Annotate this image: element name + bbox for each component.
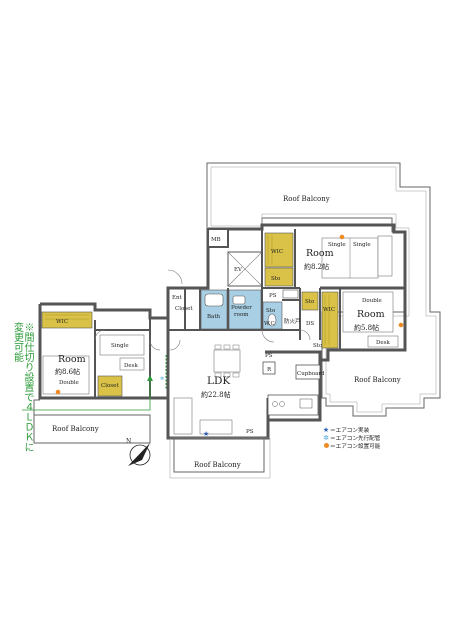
ldk-name: LDK [207, 375, 230, 387]
label-cupboard: Cupboard [297, 371, 325, 377]
partition-indicator [22, 355, 167, 411]
label-sto-small: Sto [313, 343, 323, 349]
label-single-b: Single [353, 242, 371, 248]
door-swings [94, 269, 311, 351]
label-ent: Ent [172, 295, 183, 301]
label-ps2: PS [265, 353, 273, 359]
tv-board [199, 419, 233, 435]
room3-size: 約8.6帖 [55, 367, 80, 376]
room3-name: Room [58, 354, 86, 365]
legend-installed: ★＝エアコン実装 [322, 426, 370, 434]
label-single-room3: Single [111, 343, 129, 349]
mb-box [207, 228, 229, 248]
bed-single-room3 [99, 334, 145, 356]
label-roof-balcony-bottom: Roof Balcony [194, 461, 241, 469]
partition-note: ※間仕切り設置で４ＬＤＫに変更可能 [11, 322, 34, 452]
label-wic-room2: WIC [323, 307, 335, 313]
powder-sink [232, 295, 246, 305]
storage-fills [41, 232, 339, 397]
label-powder-room: room [234, 312, 249, 318]
label-roof-balcony-right: Roof Balcony [354, 376, 401, 384]
roof-balcony-inner-top [210, 166, 437, 413]
label-r: R [267, 367, 272, 373]
label-sto-room2: Sto [305, 299, 315, 305]
label-desk-room2: Desk [376, 340, 390, 346]
aircon-possible-marker-room1 [339, 234, 345, 240]
label-double-room2: Double [362, 298, 382, 304]
label-wic-room1: WIC [271, 249, 283, 255]
storage-hatch [45, 235, 330, 345]
label-wc: W.C [264, 321, 275, 327]
toilet [267, 313, 277, 327]
interior-partitions [94, 229, 341, 398]
label-single-a: Single [328, 242, 346, 248]
aircon-possible-marker-room2 [398, 322, 404, 328]
label-ps1: PS [269, 293, 277, 299]
label-roof-balcony-top: Roof Balcony [283, 195, 330, 203]
asterisk-icon: ✲ [323, 434, 329, 443]
label-wic-room3: WIC [56, 319, 68, 325]
sofa [173, 397, 193, 435]
label-double-room3: Double [59, 380, 79, 386]
star-icon: ★ [322, 426, 330, 434]
svg-text:N: N [126, 438, 131, 445]
label-ps-ldk: PS [246, 429, 254, 435]
label-powder: Powder [231, 305, 252, 311]
label-roof-balcony-left: Roof Balcony [52, 425, 99, 433]
bed-double-room3 [42, 355, 90, 395]
room1-name: Room [306, 248, 334, 259]
desk-room3 [119, 357, 145, 371]
dot-icon [323, 443, 329, 449]
room2-name: Room [357, 309, 385, 320]
roof-balcony-outline-top [206, 162, 441, 417]
room2-size: 約5.8帖 [354, 323, 379, 332]
roof-balcony-left-outline [33, 414, 151, 444]
legend-possible: ＝エアコン設置可能 [322, 443, 442, 451]
aircon-possible-marker-room3 [55, 389, 61, 395]
label-ds: DS [306, 321, 314, 327]
label-ev: EV [234, 267, 243, 273]
legend-piping: ✲＝エアコン先行配管 [323, 434, 381, 443]
aircon-piping-marker: ✲ [160, 376, 164, 382]
compass-icon: N [126, 438, 151, 466]
cupboard-box [295, 364, 321, 380]
label-sto-room1: Sto [271, 276, 281, 282]
bed-double-room2 [342, 291, 394, 333]
aircon-legend: ★＝エアコン実装 ✲＝エアコン先行配管 ＝エアコン設置可能 [322, 426, 442, 452]
label-closet-room3: Closet [101, 383, 119, 389]
dining-table [213, 349, 241, 373]
bathtub [204, 293, 224, 307]
desk-room2 [367, 335, 399, 348]
aircon-installed-marker: ★ [203, 430, 209, 438]
label-sto-top: Sto [266, 308, 276, 314]
label-fire-door: 防火戸 [284, 317, 301, 325]
label-mb: MB [211, 237, 221, 243]
room1-size: 約8.2帖 [304, 262, 329, 271]
ldk-size: 約22.8帖 [201, 390, 231, 399]
kitchen-counter [267, 394, 319, 416]
r-box [262, 361, 276, 375]
label-bath: Bath [207, 314, 221, 320]
label-desk-room3: Desk [124, 363, 138, 369]
label-closet-ent: Closet [175, 306, 193, 312]
